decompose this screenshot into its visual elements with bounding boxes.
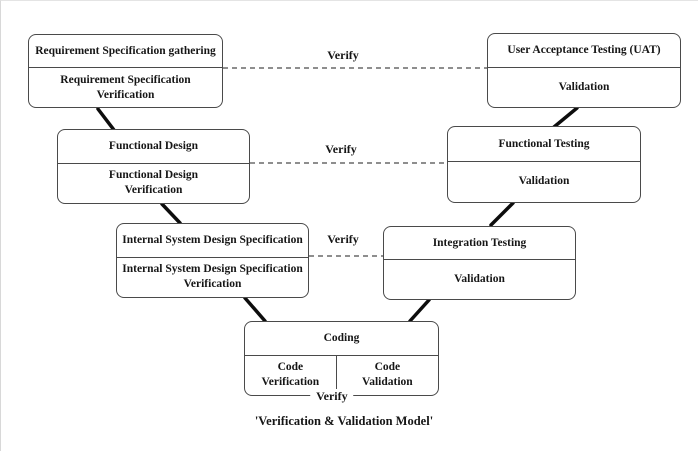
diagram-caption: 'Verification & Validation Model' (254, 414, 434, 428)
box-title: Coding (245, 322, 438, 356)
subtitle-line: Validation (518, 175, 570, 188)
verify-label-lower: Verify (327, 232, 359, 246)
box-title: Requirement Specification gathering (29, 35, 222, 69)
verify-label-top: Verify (327, 48, 359, 62)
box-subtitle: Functional Design Verification (58, 164, 249, 203)
box-internal-system-design-specification: Internal System Design Specification Int… (116, 223, 309, 298)
subtitle-line: Verification (124, 184, 183, 197)
box-subtitle: Requirement Specification Verification (29, 68, 222, 107)
coding-cell-validation: Code Validation (337, 356, 438, 395)
box-title: User Acceptance Testing (UAT) (488, 34, 680, 68)
connector-functional-design-to-internal-system-design (160, 202, 182, 225)
connector-functional-testing-to-integration-testing (489, 201, 515, 227)
subtitle-line: Verification (96, 88, 155, 101)
box-integration-testing: Integration Testing Validation (383, 226, 576, 300)
box-coding: Coding Code Verification Code Validation… (244, 321, 439, 404)
verify-label-bottom: Verify (310, 389, 354, 404)
connector-req-to-functional-design (96, 107, 116, 132)
box-requirement-specification-gathering: Requirement Specification gathering Requ… (28, 34, 223, 108)
subtitle-line: Requirement Specification (60, 73, 191, 86)
cell-line: Validation (361, 376, 413, 389)
subtitle-line: Functional Design (108, 169, 199, 182)
cell-line: Code (277, 361, 304, 374)
cell-line: Verification (261, 376, 320, 389)
box-title: Functional Design (58, 130, 249, 164)
connector-integration-testing-to-coding (408, 298, 431, 323)
connector-internal-system-design-to-coding (243, 296, 267, 323)
box-subtitle: Validation (384, 260, 575, 299)
box-subtitle: Internal System Design Specification Ver… (117, 258, 308, 297)
subtitle-line: Verification (183, 278, 242, 291)
box-functional-design: Functional Design Functional Design Veri… (57, 129, 250, 204)
box-subtitle: Validation (488, 68, 680, 107)
subtitle-line: Internal System Design Specification (122, 263, 303, 276)
verify-label-middle: Verify (325, 142, 357, 156)
cell-line: Code (374, 361, 401, 374)
coding-cell-verification: Code Verification (245, 355, 337, 395)
box-title: Integration Testing (384, 227, 575, 261)
box-title: Functional Testing (448, 127, 640, 162)
box-title: Internal System Design Specification (117, 224, 308, 258)
connector-uat-to-functional-testing (552, 106, 579, 129)
box-functional-testing: Functional Testing Validation (447, 126, 641, 203)
subtitle-line: Validation (454, 273, 505, 286)
box-user-acceptance-testing: User Acceptance Testing (UAT) Validation (487, 33, 681, 108)
subtitle-line: Validation (558, 80, 610, 93)
box-subtitle: Validation (448, 162, 640, 202)
coding-cells: Code Verification Code Validation (245, 355, 438, 395)
